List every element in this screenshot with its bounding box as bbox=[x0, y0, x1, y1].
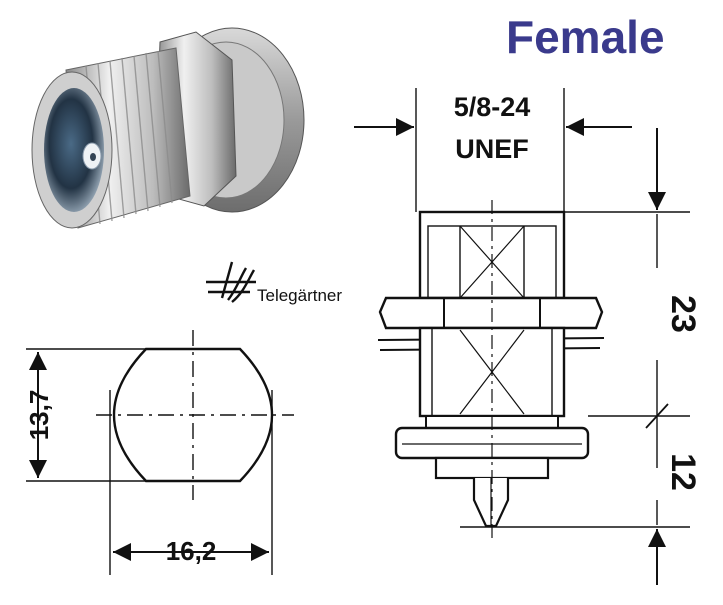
page-title: Female bbox=[506, 11, 665, 63]
flat-height-label: 13,7 bbox=[24, 390, 54, 441]
height-dimensions bbox=[460, 128, 690, 585]
height-main-label: 23 bbox=[664, 295, 702, 333]
thread-type-label: UNEF bbox=[455, 134, 529, 164]
connector-photo bbox=[31, 27, 305, 229]
thread-dimension bbox=[354, 88, 632, 212]
brand-name: Telegärtner bbox=[257, 286, 343, 305]
flat-width-label: 16,2 bbox=[166, 536, 217, 566]
height-lower-label: 12 bbox=[664, 453, 702, 491]
telegartner-logo-icon bbox=[206, 261, 256, 303]
flat-profile-view bbox=[26, 330, 294, 575]
side-view-drawing bbox=[377, 200, 605, 540]
thread-size-label: 5/8-24 bbox=[454, 92, 531, 122]
